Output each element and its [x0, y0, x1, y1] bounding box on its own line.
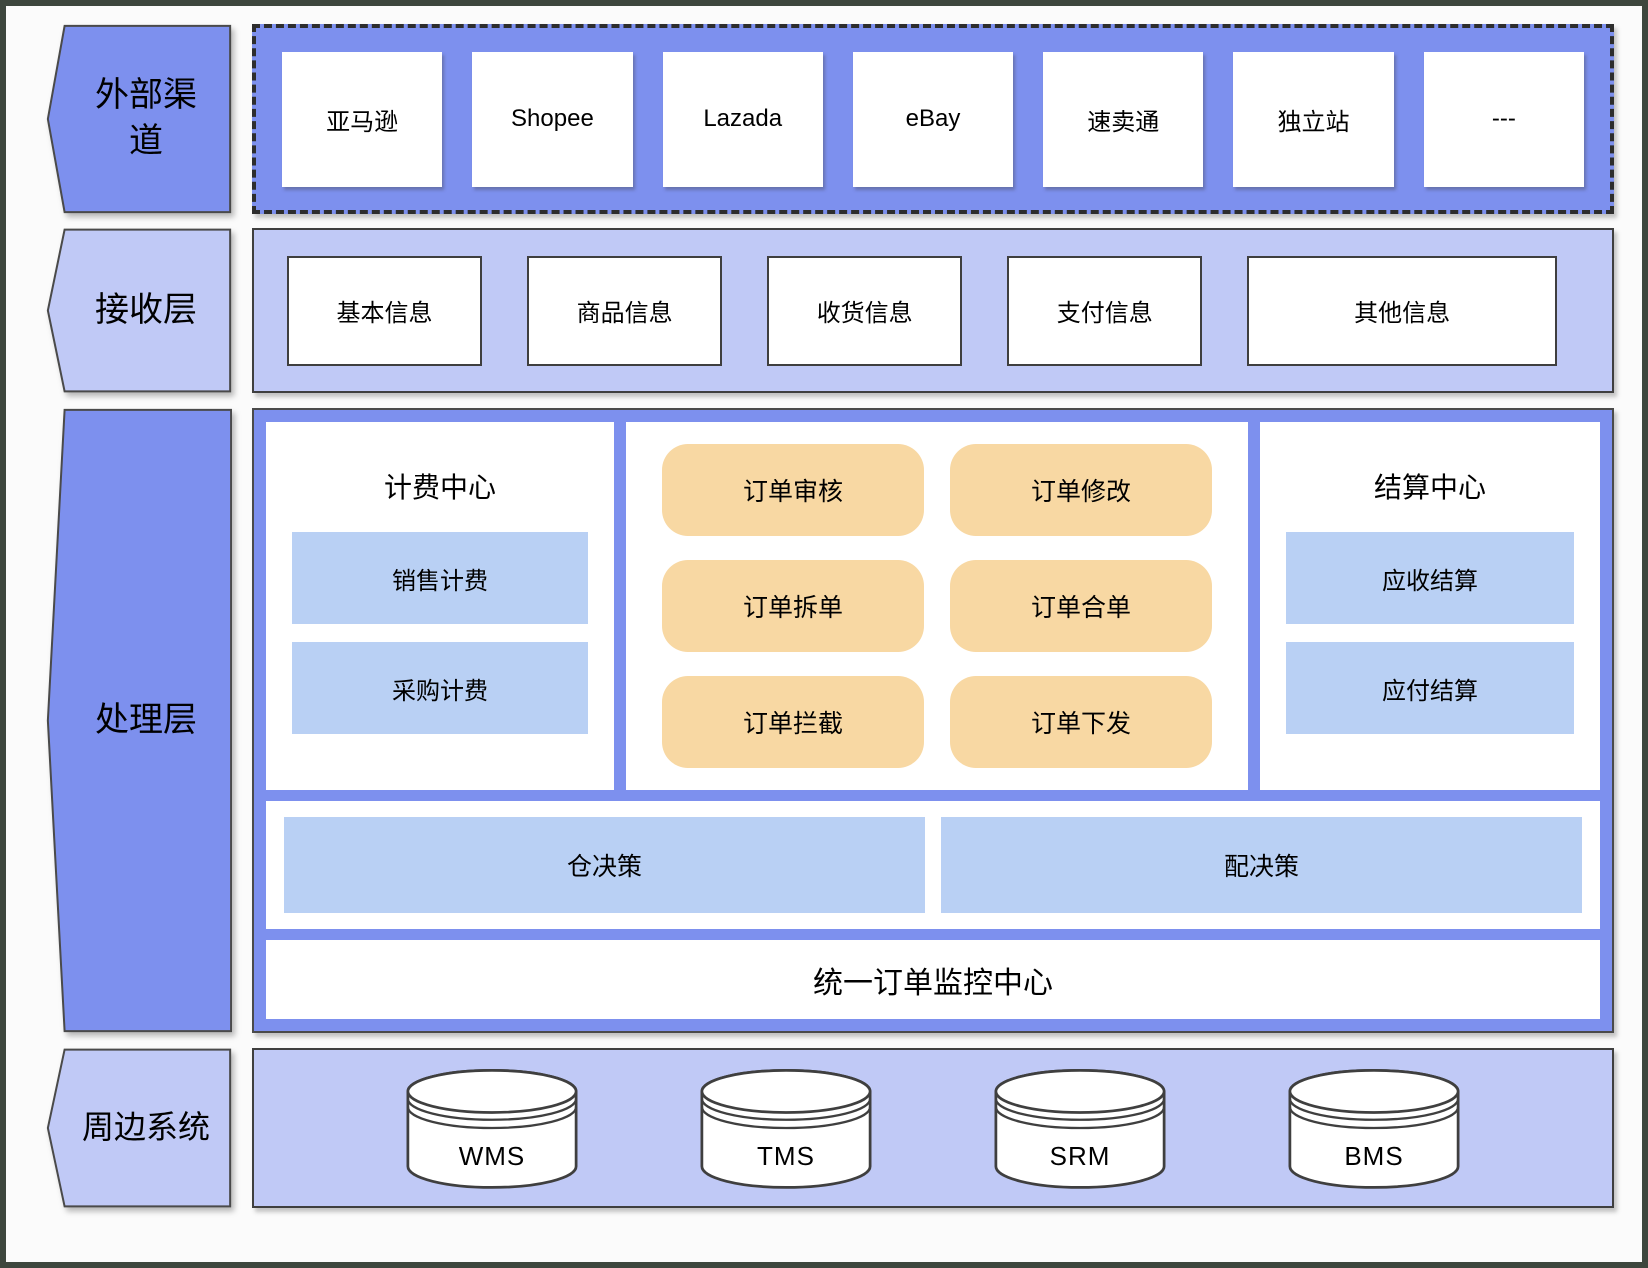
layer-label-text: 接收层	[95, 290, 197, 329]
billing-item-sales: 销售计费	[292, 532, 588, 624]
layer-arrow-shape	[46, 228, 232, 393]
layer-label-text: 周边系统	[81, 1109, 210, 1146]
database-cylinder-icon	[406, 1069, 578, 1189]
external-channels-row: 外部渠道 亚马逊 Shopee Lazada eBay 速卖通 独立站 ---	[46, 24, 1614, 214]
process-top-section: 计费中心 销售计费 采购计费 订单审核 订单修改 订单拆单 订单合单 订单拦截 …	[266, 422, 1600, 790]
monitor-title: 统一订单监控中心	[813, 966, 1053, 1000]
order-ops-panel: 订单审核 订单修改 订单拆单 订单合单 订单拦截 订单下发	[626, 422, 1248, 790]
info-box-product: 商品信息	[527, 255, 723, 366]
billing-center-title: 计费中心	[383, 472, 496, 503]
channel-box-amazon: 亚马逊	[282, 51, 443, 187]
channel-box-ebay: eBay	[852, 51, 1014, 187]
system-cylinder-bms: BMS	[1278, 1064, 1470, 1192]
layer-arrow-shape	[46, 24, 232, 214]
database-cylinder-icon	[1288, 1069, 1460, 1189]
layer-label-receive: 接收层	[46, 228, 232, 393]
channel-box-more: ---	[1423, 51, 1584, 187]
decision-box-warehouse: 仓决策	[284, 817, 925, 913]
order-op-review: 订单审核	[662, 444, 924, 536]
layer-label-external: 外部渠道	[46, 24, 232, 214]
peripheral-systems-container: WMS TMS	[252, 1048, 1614, 1208]
decision-box-distribution: 配决策	[941, 817, 1582, 913]
system-cylinder-srm: SRM	[984, 1064, 1176, 1192]
decision-panel: 仓决策 配决策	[266, 801, 1600, 929]
order-op-intercept: 订单拦截	[662, 676, 924, 768]
process-layer-row: 处理层 计费中心 销售计费 采购计费 订单审核 订单修改 订单拆单 订单合单 订…	[46, 408, 1614, 1033]
order-op-merge: 订单合单	[950, 560, 1212, 652]
channel-box-shopee: Shopee	[472, 51, 633, 187]
settlement-center-title: 结算中心	[1373, 472, 1486, 503]
info-box-basic: 基本信息	[287, 255, 483, 366]
layer-label-process: 处理层	[46, 408, 232, 1033]
info-box-payment: 支付信息	[1007, 255, 1203, 366]
layer-label-peripheral: 周边系统	[46, 1048, 232, 1208]
channel-box-aliexpress: 速卖通	[1043, 51, 1204, 187]
layer-label-text: 处理层	[95, 700, 197, 739]
channel-box-lazada: Lazada	[662, 51, 823, 187]
info-box-other: 其他信息	[1247, 255, 1558, 366]
database-cylinder-icon	[700, 1069, 872, 1189]
system-cylinder-tms: TMS	[690, 1064, 882, 1192]
order-op-split: 订单拆单	[662, 560, 924, 652]
receive-layer-row: 接收层 基本信息 商品信息 收货信息 支付信息 其他信息	[46, 228, 1614, 393]
process-layer-container: 计费中心 销售计费 采购计费 订单审核 订单修改 订单拆单 订单合单 订单拦截 …	[252, 408, 1614, 1033]
database-cylinder-icon	[994, 1069, 1166, 1189]
system-label: TMS	[757, 1141, 815, 1171]
order-op-modify: 订单修改	[950, 444, 1212, 536]
layer-arrow-shape	[46, 408, 232, 1033]
monitor-panel: 统一订单监控中心	[266, 940, 1600, 1019]
system-label: BMS	[1344, 1141, 1404, 1171]
architecture-diagram: 外部渠道 亚马逊 Shopee Lazada eBay 速卖通 独立站 --- …	[6, 6, 1642, 1262]
system-cylinder-wms: WMS	[396, 1064, 588, 1192]
billing-center-panel: 计费中心 销售计费 采购计费	[266, 422, 614, 790]
system-label: SRM	[1049, 1141, 1111, 1171]
settlement-item-receivable: 应收结算	[1286, 532, 1574, 624]
external-channels-container: 亚马逊 Shopee Lazada eBay 速卖通 独立站 ---	[252, 24, 1614, 214]
billing-item-purchase: 采购计费	[292, 642, 588, 734]
info-box-delivery: 收货信息	[767, 255, 963, 366]
receive-layer-container: 基本信息 商品信息 收货信息 支付信息 其他信息	[252, 228, 1614, 393]
settlement-item-payable: 应付结算	[1286, 642, 1574, 734]
order-op-dispatch: 订单下发	[950, 676, 1212, 768]
system-label: WMS	[458, 1141, 526, 1171]
layer-arrow-shape	[46, 1048, 232, 1208]
channel-box-independent-site: 独立站	[1233, 51, 1394, 187]
peripheral-systems-row: 周边系统 WMS	[46, 1048, 1614, 1208]
settlement-center-panel: 结算中心 应收结算 应付结算	[1260, 422, 1600, 790]
layer-label-text: 外部渠道	[95, 76, 197, 160]
